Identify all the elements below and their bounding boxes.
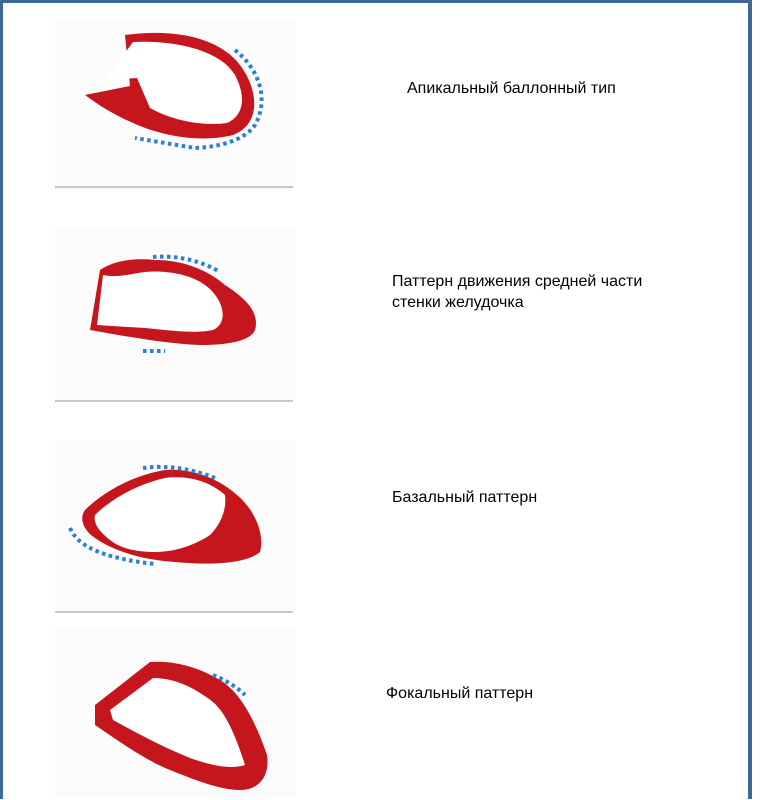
apical-ventricle-figure bbox=[55, 20, 295, 190]
pattern-label-midventricular: Паттерн движения средней части стенки же… bbox=[392, 271, 682, 313]
midventricular-ventricle-figure bbox=[55, 230, 295, 400]
divider-3 bbox=[55, 611, 293, 613]
basal-ventricle-figure bbox=[55, 440, 295, 610]
focal-ventricle-figure bbox=[55, 630, 295, 798]
pattern-label-basal: Базальный паттерн bbox=[392, 487, 537, 508]
divider-2 bbox=[55, 400, 293, 402]
pattern-label-focal: Фокальный паттерн bbox=[386, 683, 533, 704]
divider-1 bbox=[55, 186, 293, 188]
pattern-label-apical: Апикальный баллонный тип bbox=[407, 78, 616, 99]
